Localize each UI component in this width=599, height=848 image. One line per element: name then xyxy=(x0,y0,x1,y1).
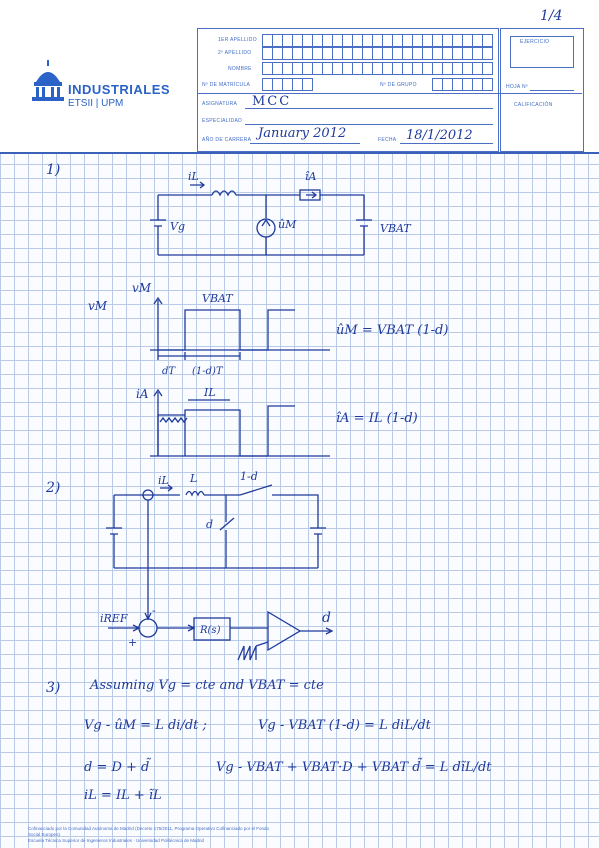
s2-plus-sign: + xyxy=(128,636,137,649)
s2-minus-sign: - xyxy=(152,604,156,617)
wave2-ylabel: iA xyxy=(136,387,149,401)
surname2-label: 2º APELLIDO xyxy=(218,50,252,56)
course-label: AÑO DE CARRERA xyxy=(202,137,252,143)
section1-circuit: iL îA ûM Vg VBAT vM vM VBAT dT (1-d)T iA… xyxy=(88,170,448,457)
name-label: NOMBRE xyxy=(228,66,252,72)
wave1-level-label: VBAT xyxy=(202,292,234,305)
exercise-label: EJERCICIO xyxy=(520,39,550,45)
circuit-vg-label: Vg xyxy=(170,220,185,233)
footer: Cofinanciado por la Comunidad Autónoma d… xyxy=(28,826,278,844)
s2-l-label: L xyxy=(189,472,197,485)
section3-eq-a: Vg - ûM = L di/dt ; xyxy=(84,718,207,733)
wave2-level-label: IL xyxy=(203,386,216,399)
surname1-field[interactable] xyxy=(262,34,493,47)
section1-number: 1) xyxy=(46,162,61,178)
section2-number: 2) xyxy=(46,480,61,496)
form-divider xyxy=(197,93,582,94)
date-line xyxy=(400,143,493,144)
s2-output-label: d xyxy=(322,610,331,626)
circuit-vm-label: ûM xyxy=(278,218,297,231)
sheet-label: HOJA Nº xyxy=(506,84,528,90)
date-value: 18/1/2012 xyxy=(406,128,473,143)
wave1-left-label: vM xyxy=(88,299,108,313)
section3-number: 3) xyxy=(46,680,61,696)
enrollment-field[interactable] xyxy=(262,78,313,91)
s2-switch1-label: 1-d xyxy=(240,470,258,483)
s2-switch2-label: d xyxy=(206,518,213,531)
sheet-line xyxy=(530,90,574,91)
s2-il-label: iL xyxy=(158,474,169,487)
section3-eq-c: d = D + d̃ xyxy=(84,760,150,775)
institution-subtitle: ETSII | UPM xyxy=(68,98,124,109)
wave1-ylabel: vM xyxy=(132,281,152,295)
circuit-il-label: iL xyxy=(188,170,199,183)
circuit-ia-label: îA xyxy=(305,170,317,183)
section3-eq-b: Vg - VBAT (1-d) = L diL/dt xyxy=(258,718,431,733)
name-field[interactable] xyxy=(262,62,493,75)
subject-label: ASIGNATURA xyxy=(202,101,238,107)
institution-name: INDUSTRIALES xyxy=(68,82,171,97)
circuit-vbat-label: VBAT xyxy=(380,222,412,235)
section2-controller-diagram: iL L 1-d d iREF + - R(s) d xyxy=(100,470,334,661)
section1-eq1: ûM = VBAT (1-d) xyxy=(336,323,448,338)
grade-label: CALIFICACIÓN xyxy=(514,102,553,108)
s2-controller-label: R(s) xyxy=(199,625,221,636)
surname1-label: 1er APELLIDO xyxy=(218,37,257,43)
course-line xyxy=(250,143,360,144)
section3-eq-e: iL = IL + ĩL xyxy=(84,788,162,803)
date-label: FECHA xyxy=(378,137,397,143)
header-band xyxy=(0,0,599,152)
section3-eq-d: Vg - VBAT + VBAT·D + VBAT d̃ = L dĩL/dt xyxy=(216,760,492,775)
enrollment-label: Nº DE MATRÍCULA xyxy=(202,82,251,88)
section3-assumption: Assuming Vg = cte and VBAT = cte xyxy=(90,678,324,693)
group-field[interactable] xyxy=(432,78,493,91)
subject-line xyxy=(245,108,493,109)
surname2-field[interactable] xyxy=(262,47,493,60)
footer-line2: Escuela Técnica Superior de Ingenieros I… xyxy=(28,838,205,843)
form-frame-right xyxy=(500,28,584,152)
wave1-seg2-label: (1-d)T xyxy=(192,366,224,377)
wave1-seg1-label: dT xyxy=(162,366,176,377)
course-value: January 2012 xyxy=(258,126,347,141)
dome-logo-icon xyxy=(32,60,64,101)
page-number: 1/4 xyxy=(540,8,563,24)
s2-iref-label: iREF xyxy=(100,612,128,625)
specialty-label: ESPECIALIDAD xyxy=(202,118,243,124)
section1-eq2: îA = IL (1-d) xyxy=(336,411,418,426)
group-label: Nº DE GRUPO xyxy=(380,82,417,88)
exercise-box xyxy=(510,36,574,68)
form-frame xyxy=(197,28,499,152)
header-divider xyxy=(0,152,599,154)
footer-line1: Cofinanciado por la Comunidad Autónoma d… xyxy=(28,826,270,837)
subject-value: MCC xyxy=(252,94,292,109)
specialty-line xyxy=(245,124,493,125)
